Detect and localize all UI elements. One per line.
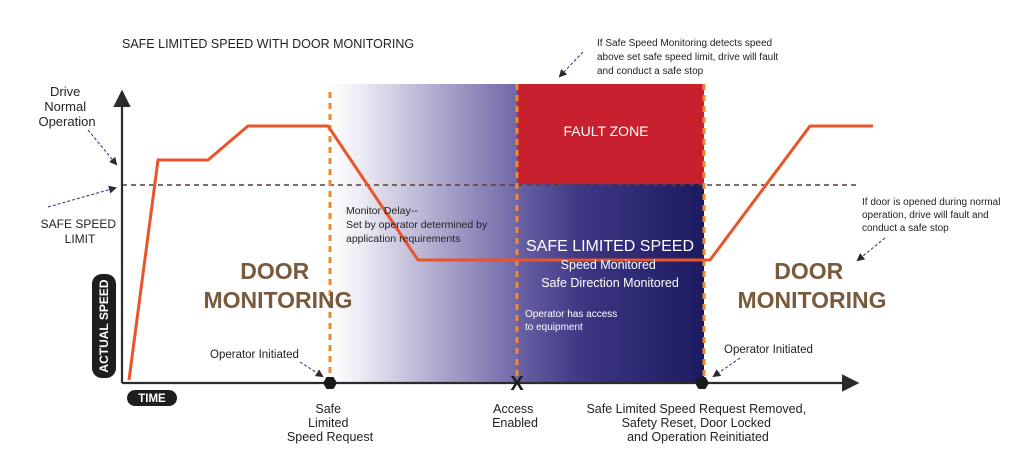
- operator-initiated-left-pointer: [299, 361, 324, 378]
- request-removed-label: Safe Limited Speed Request Removed, Safe…: [586, 402, 809, 444]
- fault-detection-note: If Safe Speed Monitoring detects speed a…: [597, 38, 781, 77]
- safe-request-marker: [323, 377, 337, 389]
- fault-zone-label: FAULT ZONE: [563, 123, 648, 139]
- safe-limited-speed-details: Speed Monitored Safe Direction Monitored: [541, 258, 679, 290]
- safe-speed-limit-pointer: [47, 185, 117, 208]
- door-open-fault-note: If door is opened during normal operatio…: [862, 197, 1003, 234]
- fault-detection-pointer: [558, 51, 584, 78]
- safe-request-label: Safe Limited Speed Request: [287, 402, 374, 444]
- y-axis-label: ACTUAL SPEED: [92, 274, 116, 378]
- x-axis-label: TIME: [127, 390, 177, 406]
- door-monitoring-right: DOOR MONITORING: [737, 258, 886, 313]
- monitor-delay-region: [330, 84, 518, 384]
- svg-text:TIME: TIME: [138, 393, 166, 405]
- fault-zone-region: [517, 84, 704, 184]
- door-open-fault-pointer: [856, 237, 886, 262]
- safe-limited-speed-title: SAFE LIMITED SPEED: [526, 238, 694, 255]
- drive-normal-label: Drive Normal Operation: [38, 84, 95, 129]
- access-enabled-marker: X: [510, 373, 524, 395]
- operator-initiated-left: Operator Initiated: [210, 349, 299, 361]
- safe-speed-limit-label: SAFE SPEED LIMIT: [41, 217, 120, 246]
- request-removed-marker: [695, 377, 709, 389]
- safe-limited-speed-region: [517, 184, 704, 384]
- operator-initiated-right: Operator Initiated: [724, 344, 813, 356]
- operator-initiated-right-pointer: [712, 357, 741, 378]
- svg-text:ACTUAL SPEED: ACTUAL SPEED: [97, 279, 111, 372]
- drive-normal-pointer: [87, 129, 118, 166]
- actual-speed-line: [127, 124, 873, 381]
- door-monitoring-left: DOOR MONITORING: [203, 258, 352, 313]
- access-enabled-label: Access Enabled: [492, 402, 538, 430]
- diagram-title: SAFE LIMITED SPEED WITH DOOR MONITORING: [122, 37, 414, 51]
- operator-access-note: Operator has access to equipment: [525, 309, 620, 333]
- monitor-delay-note: Monitor Delay-- Set by operator determin…: [346, 205, 490, 245]
